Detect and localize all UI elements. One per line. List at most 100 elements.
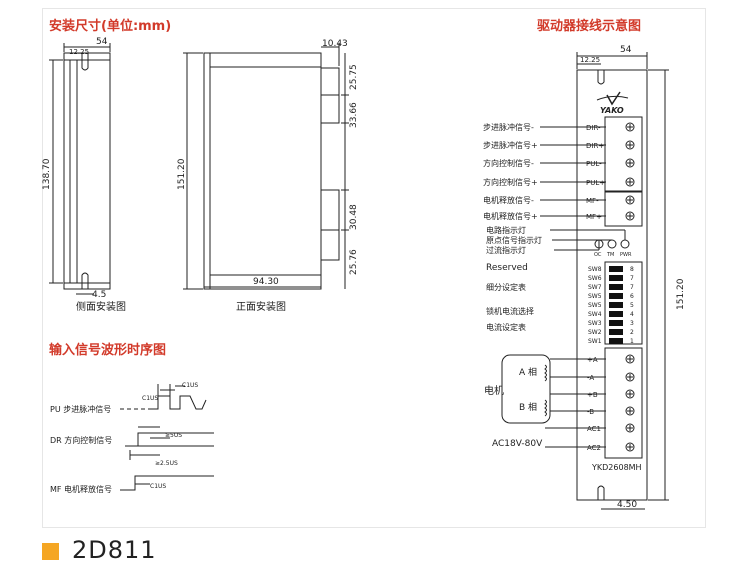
wiring-dim-height: 151.20 [676,278,686,310]
motor-terminal-1-screw [625,372,635,382]
side-view [49,43,111,295]
footer-marker [42,543,59,560]
switch-toggle-4 [609,302,623,308]
switch-label-4: SW5 [588,302,602,309]
led-name-1: TM [606,252,614,258]
switch-label-0: SW8 [588,266,602,273]
switch-label-3: SW5 [588,293,602,300]
motor-pin-3: -B [587,408,594,416]
signal-label-2: 方向控制信号- [483,158,534,168]
motor-terminal-3-screw [625,406,635,416]
signal-pin-3: PUL+ [586,179,605,187]
timing-label-mf: MF 电机释放信号 [50,484,112,494]
side-dim-slot: 12.25 [69,48,89,56]
signal-label-4: 电机释放信号- [483,195,534,205]
dip-block [604,261,643,345]
switch-num-2: 7 [630,284,634,291]
timing-header: 输入信号波形时序图 [49,343,167,358]
signal-terminal-1-screw [625,140,635,150]
led-label-2: 过流指示灯 [486,245,526,255]
signal-terminal-2-screw [625,158,635,168]
timing-t4: ≥2.5US [155,460,178,467]
led-name-2: PWR [620,252,632,258]
motor-box [501,354,551,424]
switch-toggle-3 [609,293,623,299]
side-caption: 侧面安装图 [76,300,126,313]
signal-terminal-3-screw [625,177,635,187]
switch-label-7: SW2 [588,329,602,336]
switch-toggle-2 [609,284,623,290]
switch-num-6: 3 [630,320,634,327]
timing-label-pu: PU 步进脉冲信号 [50,404,111,414]
brand-label: YAKO [600,106,624,115]
install-header: 安装尺寸(单位:mm) [49,19,172,34]
signal-label-0: 步进脉冲信号- [483,122,534,132]
front-dim-top: 10.43 [322,39,348,49]
switch-num-4: 5 [630,302,634,309]
front-dim-r4: 25.76 [349,249,359,275]
switch-num-7: 2 [630,329,634,336]
timing-t5: C1US [150,483,166,490]
led-label-1: 原点信号指示灯 [486,235,542,245]
motor-label: 电机 [484,384,504,397]
signal-pin-4: MF- [586,197,599,205]
motor-pin-0: +A [587,356,598,364]
wiring-dim-width: 54 [620,45,632,55]
switch-label-2: SW7 [588,284,602,291]
motor-terminal-0-screw [625,354,635,364]
switch-toggle-8 [609,338,623,344]
front-caption: 正面安装图 [236,300,286,313]
signals-layer: 步进脉冲信号-DIR-步进脉冲信号+DIR+方向控制信号-PUL-方向控制信号+… [483,122,635,221]
switch-num-5: 4 [630,311,634,318]
switch-num-0: 8 [630,266,634,273]
switch-label-8: SW1 [588,338,602,345]
signal-terminal-0-screw [625,122,635,132]
led-name-0: OC [594,252,602,258]
switch-toggle-1 [609,275,623,281]
led-1 [607,239,617,249]
signal-label-5: 电机释放信号+ [483,211,538,221]
timing-t1: C1US [182,382,198,389]
motor-pin-1: -A [587,374,594,382]
switch-num-8: 1 [630,338,634,345]
switch-toggle-0 [609,266,623,272]
wiring-dim-bottom: 4.50 [617,500,637,510]
front-view [183,43,349,290]
front-dim-height: 151.20 [177,158,187,190]
signal-terminal-5-screw [625,211,635,221]
side-dim-height: 138.70 [42,158,52,190]
yako-logo: YAKO [596,91,629,115]
timing-t2: C1US [142,395,158,402]
switch-num-3: 6 [630,293,634,300]
wiring-dim-slot: 12.25 [580,56,600,64]
footer-model: 2D811 [72,536,157,564]
power-label: AC18V-80V [492,439,543,449]
front-dim-r3: 30.48 [349,204,359,230]
front-dim-r2: 33.66 [349,102,359,128]
motor-pin-2: +B [587,391,598,399]
switch-group-1: 细分设定表 [486,282,526,292]
switch-toggle-5 [609,311,623,317]
timing-label-dr: DR 方向控制信号 [50,435,112,445]
timing-t3: ≥5US [165,432,182,439]
signal-pin-0: DIR- [586,124,601,132]
switch-group-0: Reserved [486,263,528,273]
led-label-0: 电路指示灯 [486,225,526,235]
wiring-header: 驱动器接线示意图 [537,19,642,34]
signal-pin-1: DIR+ [586,142,604,150]
switch-toggle-7 [609,329,623,335]
timing-waveforms [120,384,214,491]
motor-terminal-5-screw [625,442,635,452]
side-dim-bottom: 4.5 [92,290,106,300]
model-label: YKD2608MH [591,463,642,472]
signal-pin-5: MF+ [586,213,602,221]
led-2 [620,239,630,249]
phase-a-label: A 相 [519,366,537,378]
switch-toggle-6 [609,320,623,326]
front-dim-depth: 94.30 [253,277,279,287]
side-dim-width: 54 [96,37,108,47]
signal-label-1: 步进脉冲信号+ [483,140,538,150]
